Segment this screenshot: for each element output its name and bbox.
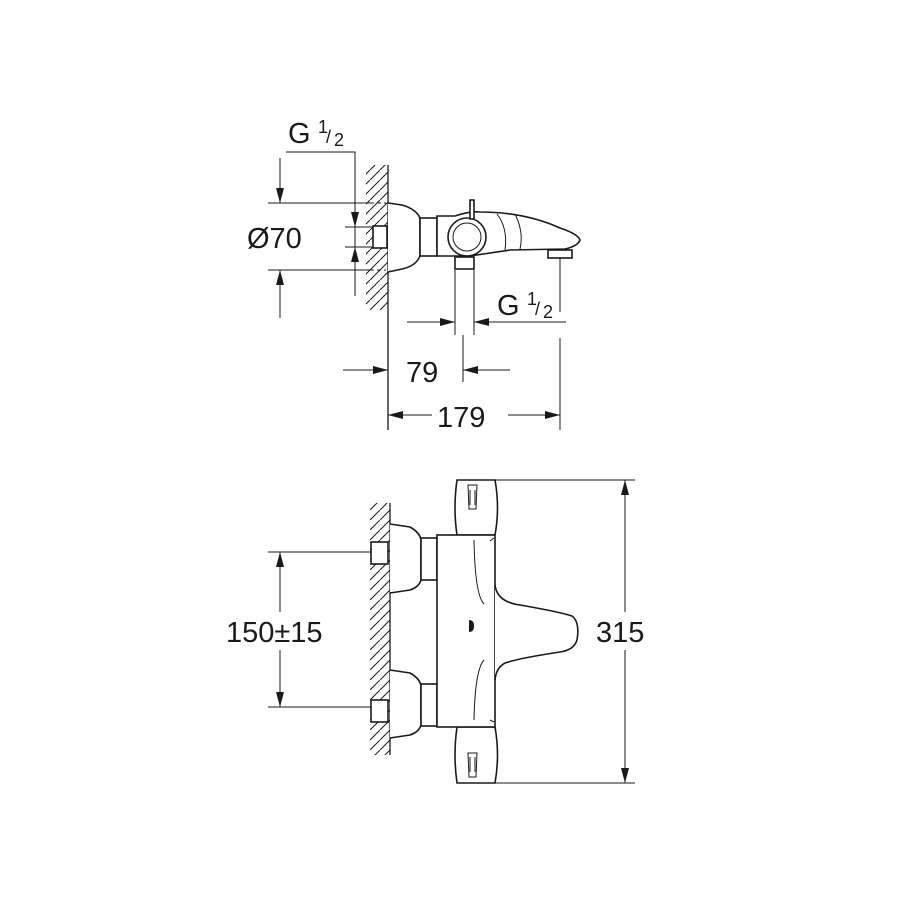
outlet-thread-g: G: [497, 290, 520, 322]
wall-connector-bottom: [370, 699, 389, 723]
total-height-label: 315: [596, 617, 644, 649]
inlet-spacing-label: 150±15: [226, 617, 323, 649]
sensor-marker: [469, 620, 474, 632]
inlet-thread-slash: /: [326, 127, 331, 147]
wall-connector-top: [370, 541, 389, 565]
diverter-lever: [469, 199, 475, 220]
neck-top: [420, 537, 438, 581]
neck-bottom: [420, 683, 438, 727]
outlet-thread-den: 2: [543, 302, 553, 322]
neck: [419, 217, 438, 257]
spout-outlet: [547, 249, 573, 259]
outlet-thread-num: 1: [527, 289, 537, 309]
inlet-thread-den: 2: [334, 130, 344, 150]
wall-connector: [372, 225, 388, 249]
escutcheon-top: [389, 523, 422, 594]
outlet-thread-slash: /: [535, 299, 540, 319]
outlet-offset-label: 79: [406, 357, 438, 389]
inlet-thread-num: 1: [318, 117, 328, 137]
spout-front: [494, 584, 579, 681]
escutcheon: [387, 202, 421, 273]
wall-hatch: [370, 503, 390, 755]
diameter-label: Ø70: [247, 223, 302, 255]
front-view: 150±15 315: [226, 479, 644, 784]
diverter-handle: [447, 217, 487, 257]
total-depth-label: 179: [437, 402, 485, 434]
side-view: G 1 / 2 Ø70 G 1 / 2 79: [247, 117, 581, 434]
thermostat-body: [436, 534, 496, 728]
inlet-thread-g: G: [288, 118, 311, 150]
bottom-outlet: [454, 256, 475, 270]
escutcheon-bottom: [389, 669, 422, 739]
